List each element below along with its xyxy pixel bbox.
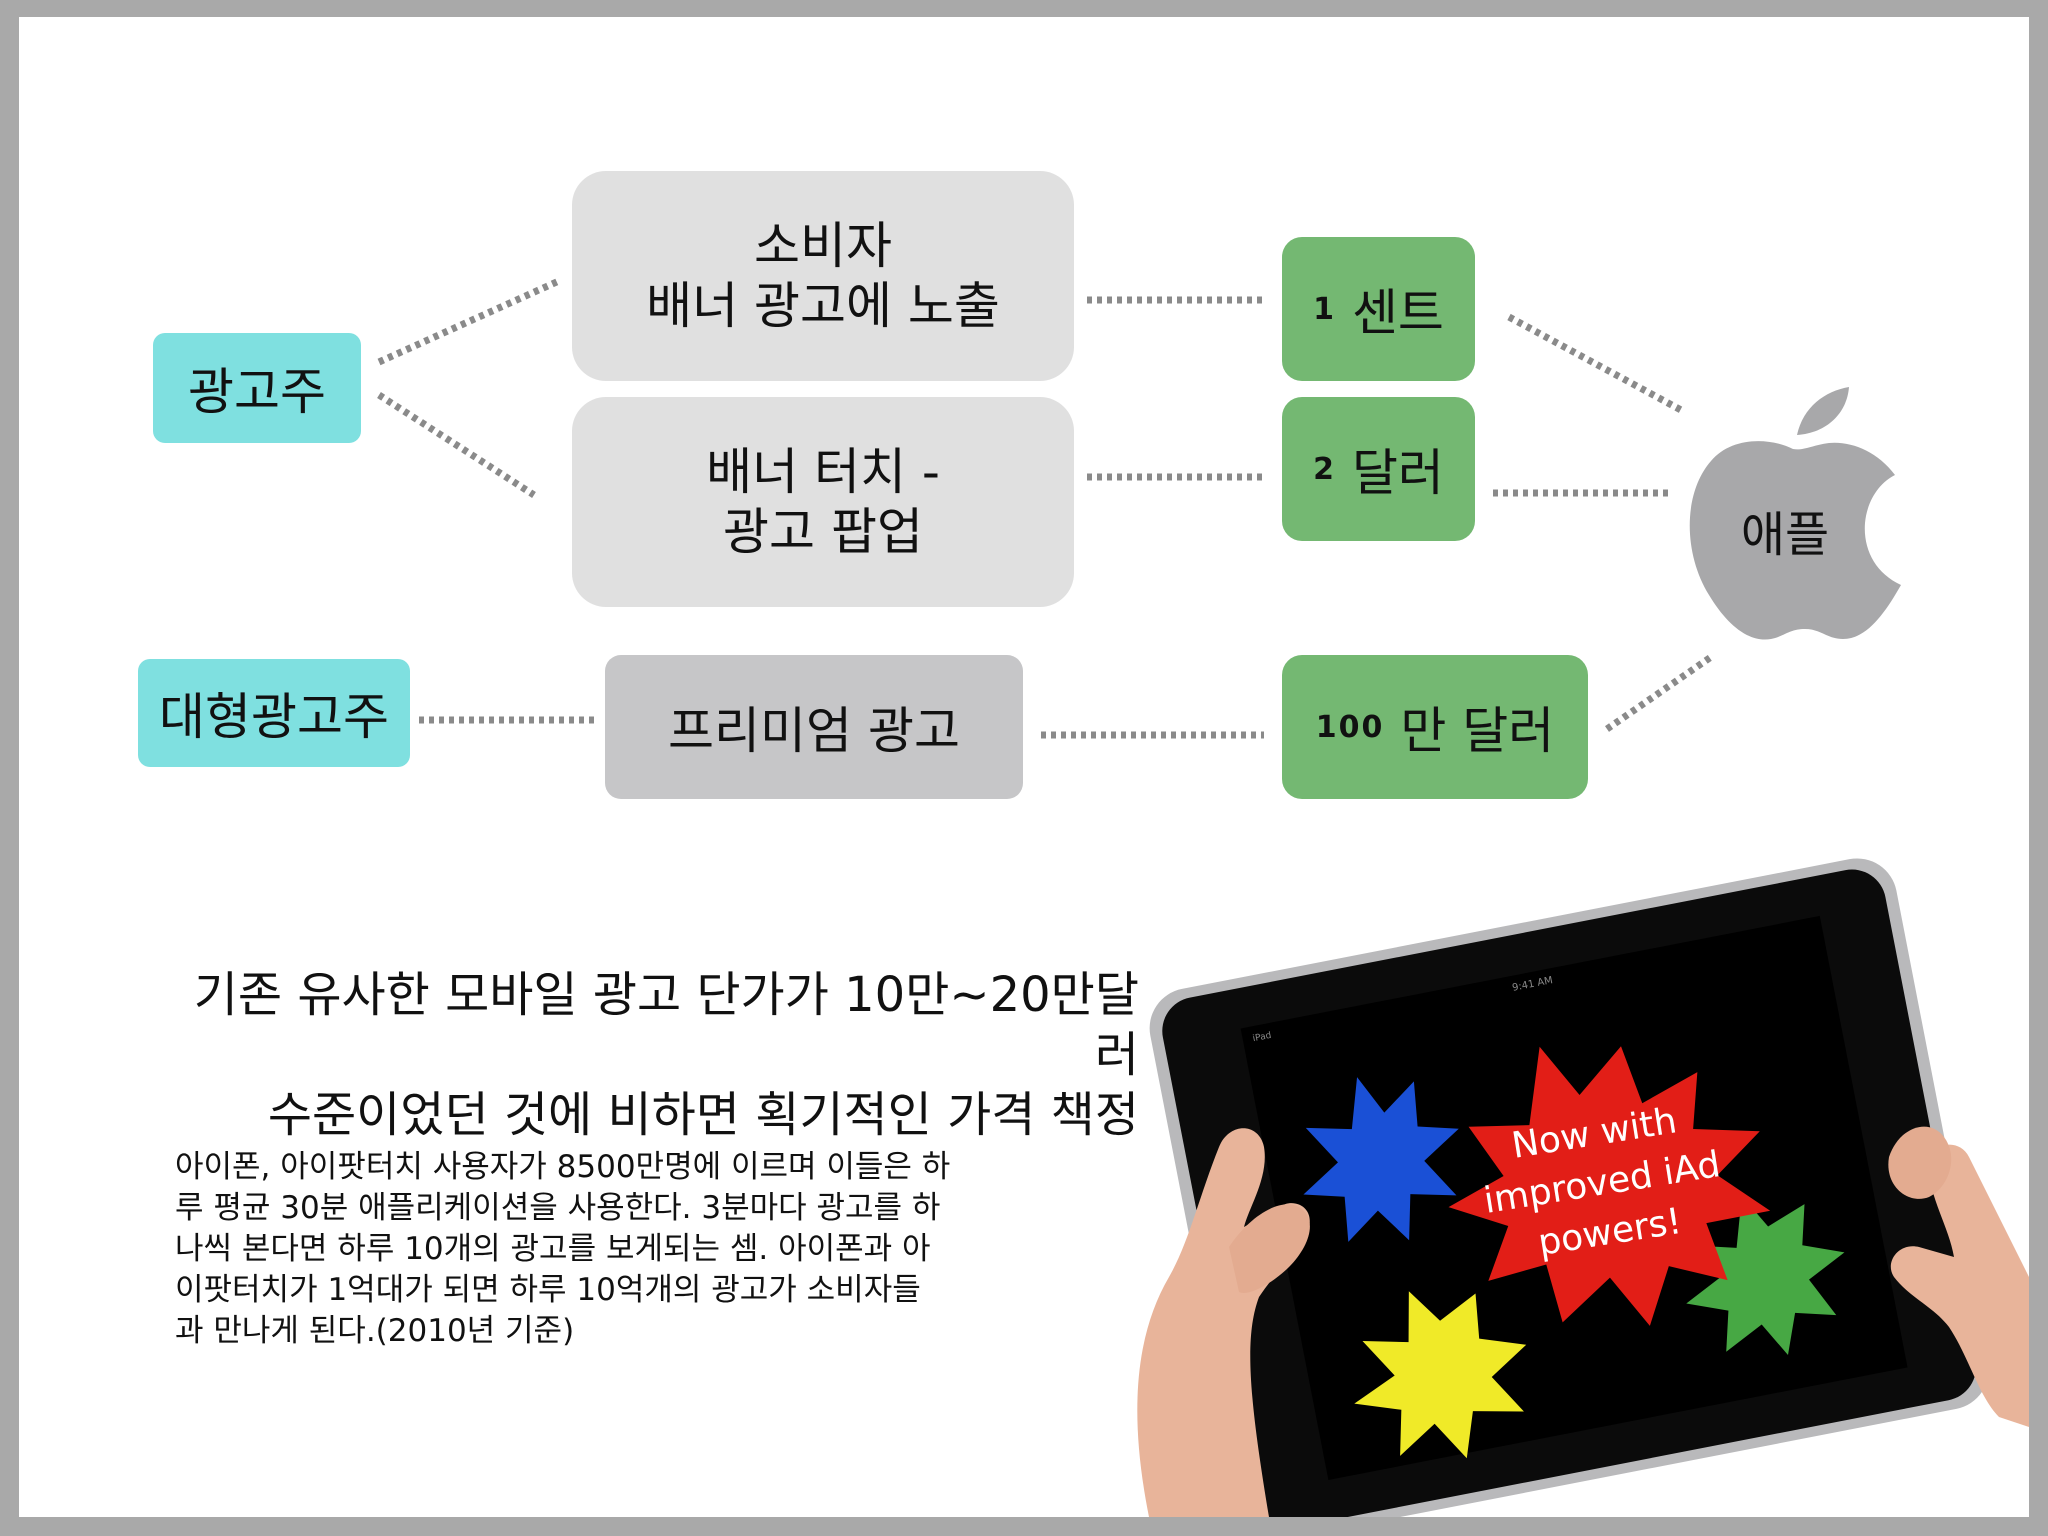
connector-lines (377, 276, 1713, 739)
paragraph-line: 과 만나게 된다.(2010년 기준) (175, 1313, 575, 1349)
premium-ad-label: 프리미엄 광고 (668, 702, 960, 760)
slide: 광고주 대형광고주 소비자 배너 광고에 노출 배너 터치 - 광고 팝업 프리… (19, 17, 2029, 1517)
advertiser-box: 광고주 (153, 333, 361, 443)
paragraph-line: 이팟터치가 1억대가 되면 하루 10억개의 광고가 소비자들 (175, 1272, 921, 1308)
banner-touch-line2: 광고 팝업 (723, 503, 923, 561)
big-advertiser-label: 대형광고주 (159, 688, 389, 746)
heading: 기존 유사한 모바일 광고 단가가 10만~20만달 러 수준이었던 것에 비하… (19, 965, 1139, 1145)
line-advertiser-to-exposure (377, 276, 563, 366)
paragraph-line: 나씩 본다면 하루 10개의 광고를 보게되는 셈. 아이폰과 아 (175, 1231, 931, 1267)
paragraph-line: 아이폰, 아이팟터치 사용자가 8500만명에 이르며 이들은 하 (175, 1149, 951, 1185)
right-finger (1888, 1126, 1952, 1199)
yellow-starburst (1354, 1291, 1527, 1459)
blue-starburst (1303, 1077, 1459, 1242)
big-advertiser-box: 대형광고주 (138, 659, 410, 767)
price-dollar-unit: 달러 (1351, 444, 1444, 502)
price-cent-number: 1 (1313, 291, 1336, 327)
line-cent-to-apple (1507, 313, 1683, 414)
price-million-box: 100 만 달러 (1282, 655, 1588, 799)
status-left: iPad (1252, 1031, 1272, 1044)
price-cent-box: 1 센트 (1282, 237, 1475, 381)
premium-ad-box: 프리미엄 광고 (605, 655, 1023, 799)
apple-logo-icon (1689, 387, 1901, 640)
heading-line1: 기존 유사한 모바일 광고 단가가 10만~20만달 (193, 967, 1139, 1023)
line-advertiser-to-touch (377, 392, 536, 498)
banner-touch-box: 배너 터치 - 광고 팝업 (572, 397, 1074, 607)
banner-touch-line1: 배너 터치 - (706, 443, 940, 501)
heading-line3: 수준이었던 것에 비하면 획기적인 가격 책정 (267, 1087, 1139, 1143)
line-million-to-apple (1605, 654, 1713, 732)
price-dollar-number: 2 (1313, 451, 1336, 487)
price-dollar-box: 2 달러 (1282, 397, 1475, 541)
advertiser-label: 광고주 (188, 363, 326, 421)
left-thumb (1229, 1204, 1310, 1293)
tablet-illustration: 9:41 AM iPad Now with improved iAd power… (1137, 858, 2029, 1517)
price-million-unit: 만 달러 (1400, 702, 1555, 760)
heading-line2: 러 (1094, 1027, 1139, 1083)
price-cent-unit: 센트 (1351, 284, 1444, 342)
banner-exposure-box: 소비자 배너 광고에 노출 (572, 171, 1074, 381)
banner-exposure-line1: 소비자 (754, 217, 892, 275)
body-paragraph: 아이폰, 아이팟터치 사용자가 8500만명에 이르며 이들은 하 루 평균 3… (175, 1147, 1135, 1352)
banner-exposure-line2: 배너 광고에 노출 (646, 277, 1000, 335)
price-million-number: 100 (1315, 709, 1385, 745)
green-starburst (1686, 1195, 1845, 1356)
right-hand (1890, 1144, 2029, 1427)
apple-label: 애플 (1740, 507, 1830, 563)
red-starburst (1448, 1046, 1771, 1326)
paragraph-line: 루 평균 30분 애플리케이션을 사용한다. 3분마다 광고를 하 (175, 1190, 941, 1226)
